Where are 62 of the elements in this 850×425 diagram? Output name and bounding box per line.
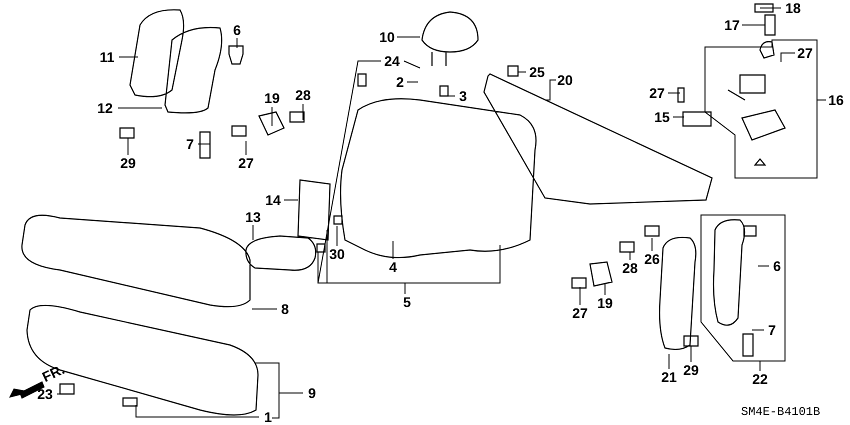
- callout-number: 19: [597, 296, 613, 310]
- leader-line: [700, 214, 786, 372]
- callout-number: 21: [661, 370, 677, 384]
- leader-line: [396, 36, 420, 38]
- callout-number: 20: [557, 73, 573, 87]
- leader-line: [672, 116, 684, 118]
- callout-number: 6: [233, 23, 241, 37]
- callout-number: 11: [100, 50, 114, 64]
- callout-number: 4: [389, 260, 397, 274]
- leader-line: [668, 92, 680, 94]
- leader-line: [392, 240, 394, 260]
- leader-line: [118, 56, 138, 58]
- leader-line: [252, 308, 278, 310]
- drawing-code: SM4E-B4101B: [741, 406, 820, 418]
- callout-number: 26: [644, 252, 660, 266]
- leader-line: [690, 346, 692, 362]
- callout-number: 13: [245, 210, 261, 224]
- callout-number: 25: [529, 65, 545, 79]
- leader-line: [780, 52, 796, 62]
- callout-number: 3: [459, 89, 467, 103]
- leader-line: [252, 224, 254, 240]
- leader-line: [604, 284, 606, 296]
- callout-number: 7: [768, 323, 776, 337]
- callout-number: 24: [384, 54, 400, 68]
- leader-line: [544, 80, 556, 100]
- leader-line: [318, 230, 500, 294]
- callout-number: 16: [828, 93, 844, 107]
- leader-line: [668, 354, 670, 370]
- callout-number: 7: [186, 137, 194, 151]
- callout-number: 17: [724, 18, 740, 32]
- callout-number: 27: [238, 156, 254, 170]
- callout-number: 30: [329, 247, 345, 261]
- callout-number: 19: [264, 91, 280, 105]
- callout-number: 27: [797, 46, 813, 60]
- callout-number: 29: [120, 156, 136, 170]
- callout-number: 5: [403, 295, 411, 309]
- callout-number: 27: [649, 86, 665, 100]
- callout-number: 23: [37, 387, 53, 401]
- direction-label: FR.: [40, 362, 66, 384]
- callout-number: 14: [265, 193, 281, 207]
- callout-number: 29: [683, 363, 699, 377]
- callout-number: 22: [752, 372, 768, 386]
- callout-number: 12: [97, 101, 113, 115]
- callout-number: 15: [654, 110, 670, 124]
- callout-number: 1: [264, 410, 272, 424]
- leader-line: [742, 24, 766, 26]
- leader-line: [136, 404, 260, 418]
- callout-number: 28: [622, 261, 638, 275]
- callout-number: 2: [396, 75, 404, 89]
- leader-line: [254, 362, 304, 418]
- leader-line: [336, 226, 338, 246]
- leader-line: [318, 60, 420, 284]
- callout-number: 8: [281, 302, 289, 316]
- callout-number: 18: [785, 1, 801, 15]
- leader-line: [302, 104, 304, 120]
- callout-number: 6: [773, 259, 781, 273]
- leader-line: [236, 38, 238, 48]
- callout-number: 27: [572, 306, 588, 320]
- callout-number: 10: [379, 30, 395, 44]
- callout-number: 9: [308, 386, 316, 400]
- callout-number: 28: [295, 88, 311, 102]
- leader-line: [704, 40, 826, 178]
